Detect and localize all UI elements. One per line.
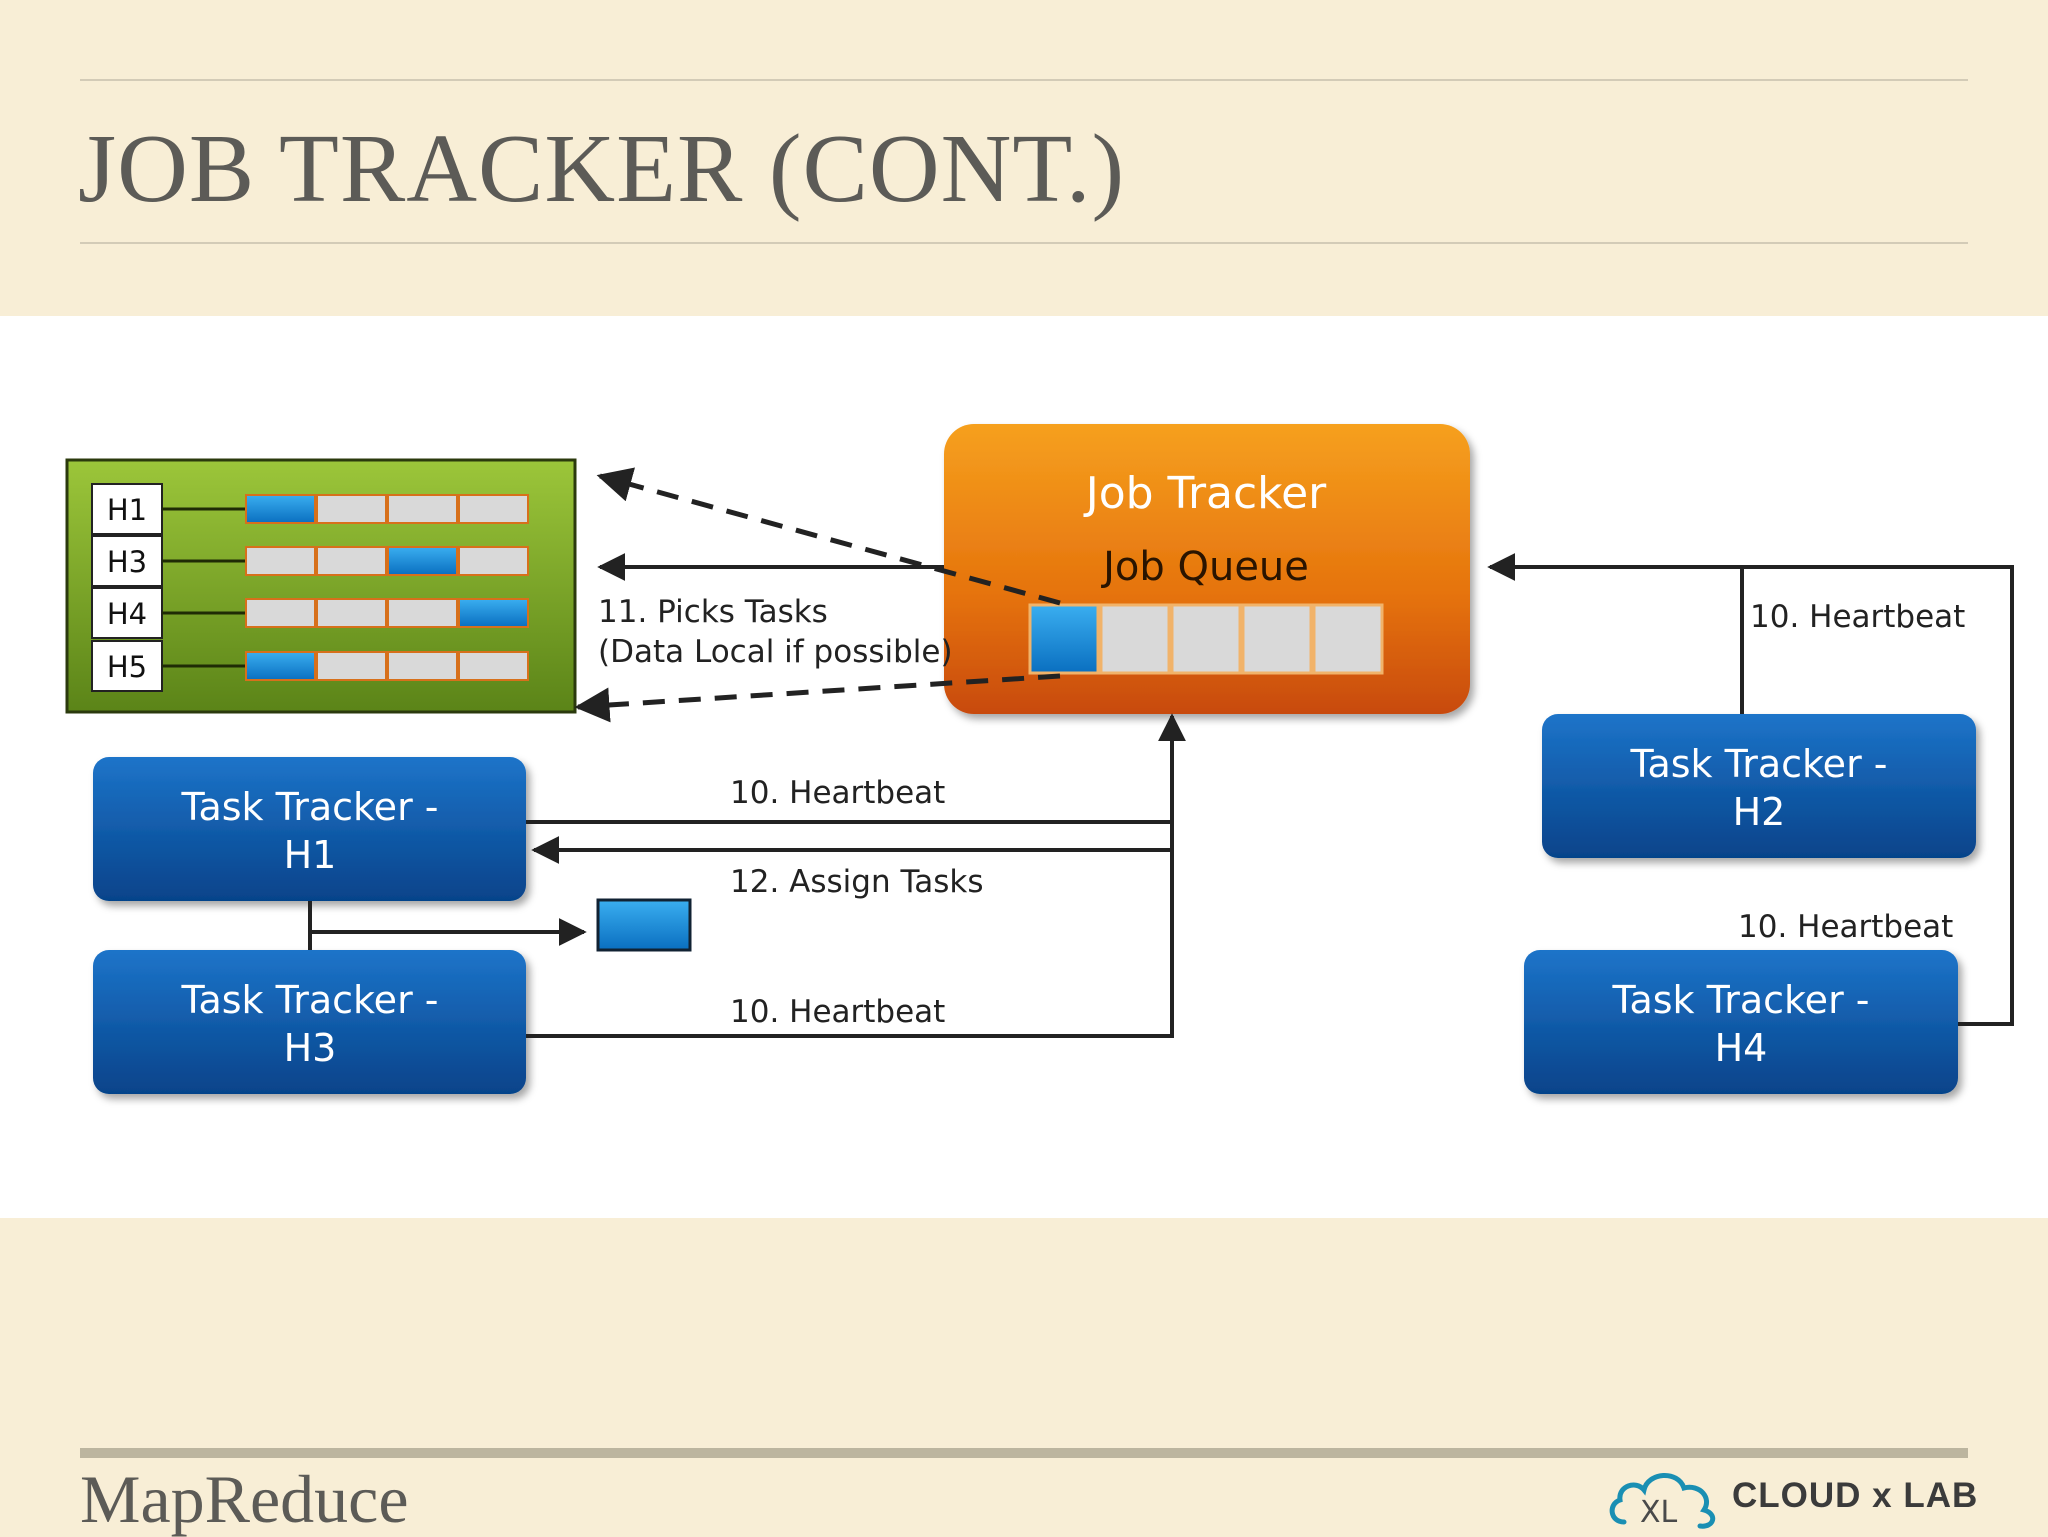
host-row-h5: H5 <box>91 640 529 692</box>
task-tracker-h2: Task Tracker - H2 <box>1542 714 1976 858</box>
slide-title: JOB TRACKER (CONT.) <box>78 115 1126 223</box>
task-tracker-h3-line1: Task Tracker - <box>181 978 439 1022</box>
cloudxlab-logo: XL CLOUD x LAB <box>1606 1462 1979 1532</box>
footer-rule <box>80 1448 1968 1458</box>
job-tracker-title: Job Tracker <box>1083 468 1327 519</box>
dashed-arrow-to-host-table-bottom <box>574 673 1061 723</box>
task-tracker-h1: Task Tracker - H1 <box>93 757 526 901</box>
data-local-label: (Data Local if possible) <box>598 634 953 670</box>
heartbeat-h4-label: 10. Heartbeat <box>1738 909 1953 945</box>
empty-slot <box>245 546 316 576</box>
job-queue-label: Job Queue <box>1100 544 1309 590</box>
host-label: H1 <box>107 493 147 527</box>
empty-slot <box>387 651 458 681</box>
task-tracker-h4-line2: H4 <box>1715 1026 1768 1070</box>
queued-job-slot <box>1028 603 1100 675</box>
empty-queue-slot <box>1241 603 1313 675</box>
task-tracker-h3-box <box>93 950 526 1094</box>
heartbeat-h1-label: 10. Heartbeat <box>730 775 945 811</box>
host-label-cell <box>91 640 163 692</box>
host-row-h1: H1 <box>91 483 529 535</box>
task-tracker-h4-line1: Task Tracker - <box>1612 978 1870 1022</box>
empty-slot <box>316 598 387 628</box>
assigned-task-block <box>596 898 692 952</box>
task-tracker-h1-line1: Task Tracker - <box>181 785 439 829</box>
empty-slot <box>316 546 387 576</box>
cloud-icon: XL <box>1609 1473 1716 1530</box>
task-tracker-h4-box <box>1524 950 1958 1094</box>
task-block <box>245 651 316 681</box>
footer-title: MapReduce <box>80 1461 409 1537</box>
task-tracker-h1-box <box>93 757 526 901</box>
empty-slot <box>316 494 387 524</box>
empty-slot <box>387 598 458 628</box>
host-label-cell <box>91 483 163 535</box>
empty-slot <box>245 598 316 628</box>
job-queue <box>1028 603 1384 675</box>
empty-slot <box>458 651 529 681</box>
task-tracker-h2-line2: H2 <box>1733 790 1786 834</box>
task-tracker-h2-line1: Task Tracker - <box>1630 742 1888 786</box>
host-row-h4: H4 <box>91 587 529 639</box>
task-tracker-h3-line2: H3 <box>284 1026 337 1070</box>
host-label: H4 <box>107 597 147 631</box>
task-block <box>245 494 316 524</box>
logo-icon-text: XL <box>1640 1495 1678 1530</box>
empty-queue-slot <box>1099 603 1171 675</box>
heartbeat-h2-label: 10. Heartbeat <box>1750 599 1965 635</box>
title-top-rule <box>80 79 1968 81</box>
empty-slot <box>316 651 387 681</box>
task-tracker-h3: Task Tracker - H3 <box>93 950 526 1094</box>
title-bottom-rule <box>80 242 1968 244</box>
host-label: H5 <box>107 650 147 684</box>
empty-slot <box>458 494 529 524</box>
logo-text: CLOUD x LAB <box>1732 1476 1979 1515</box>
job-tracker-node: Job Tracker Job Queue <box>944 424 1470 714</box>
task-tracker-h2-box <box>1542 714 1976 858</box>
assign-tasks-label: 12. Assign Tasks <box>730 864 984 900</box>
empty-queue-slot <box>1170 603 1242 675</box>
picks-tasks-label: 11. Picks Tasks <box>598 594 828 630</box>
host-row-h3: H3 <box>91 535 529 587</box>
empty-slot <box>458 546 529 576</box>
heartbeat-h3-line <box>526 822 1174 1038</box>
host-label: H3 <box>107 545 147 579</box>
heartbeat-h3-label: 10. Heartbeat <box>730 994 945 1030</box>
task-tracker-h4: Task Tracker - H4 <box>1524 950 1958 1094</box>
task-tracker-h1-line2: H1 <box>284 833 337 877</box>
dashed-arrow-to-host-table-top <box>596 467 1061 606</box>
task-block <box>458 598 529 628</box>
task-block <box>387 546 458 576</box>
empty-slot <box>387 494 458 524</box>
empty-queue-slot <box>1312 603 1384 675</box>
heartbeat-h4-line <box>1487 553 2014 1026</box>
host-label-cell <box>91 587 163 639</box>
